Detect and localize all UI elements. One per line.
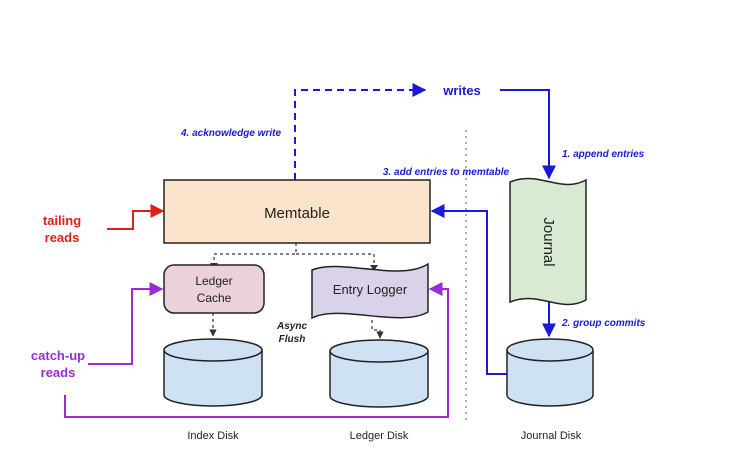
- async-flush-label-line2: Flush: [279, 334, 306, 345]
- ledger-disk: [329, 339, 429, 408]
- catchup-reads-label-line1: catch-up: [31, 348, 85, 363]
- tailing-reads-label-line2: reads: [45, 230, 80, 245]
- journal-box: Journal: [509, 177, 587, 306]
- entry-logger-to-ledger-disk-arrow: [371, 320, 384, 339]
- catchup-to-entry-logger-arrow: [64, 282, 449, 418]
- catchup-to-ledger-cache-arrow: [88, 282, 164, 365]
- group-commits-label: 2. group commits: [561, 318, 646, 329]
- append-entries-arrow: [500, 89, 556, 180]
- append-entries-label: 1. append entries: [562, 149, 645, 160]
- writes-label: writes: [442, 83, 481, 98]
- acknowledge-write-label: 4. acknowledge write: [180, 128, 281, 139]
- entry-logger-label: Entry Logger: [333, 282, 408, 297]
- journal-label: Journal: [540, 217, 557, 266]
- memtable-flush-split: [213, 243, 375, 266]
- entry-logger-box: Entry Logger: [311, 262, 429, 320]
- catchup-reads-label-line2: reads: [41, 365, 76, 380]
- add-entries-arrow: [430, 204, 507, 375]
- journal-disk-label: Journal Disk: [521, 430, 582, 442]
- ledger-cache-label-line2: Cache: [197, 291, 232, 305]
- index-disk-label: Index Disk: [187, 430, 239, 442]
- tailing-reads-label-line1: tailing: [43, 213, 81, 228]
- tailing-reads-arrow: [107, 204, 165, 230]
- ledger-disk-label: Ledger Disk: [350, 430, 409, 442]
- add-entries-label: 3. add entries to memtable: [383, 167, 510, 178]
- index-disk: [163, 338, 263, 407]
- memtable-box: Memtable: [163, 179, 431, 244]
- ledger-cache-label-line1: Ledger: [195, 274, 232, 288]
- ledger-cache-box: Ledger Cache: [163, 264, 265, 314]
- async-flush-label-line1: Async: [276, 321, 307, 332]
- memtable-label: Memtable: [264, 205, 330, 222]
- journal-disk: [506, 338, 594, 407]
- acknowledge-write-arrow: [294, 83, 427, 180]
